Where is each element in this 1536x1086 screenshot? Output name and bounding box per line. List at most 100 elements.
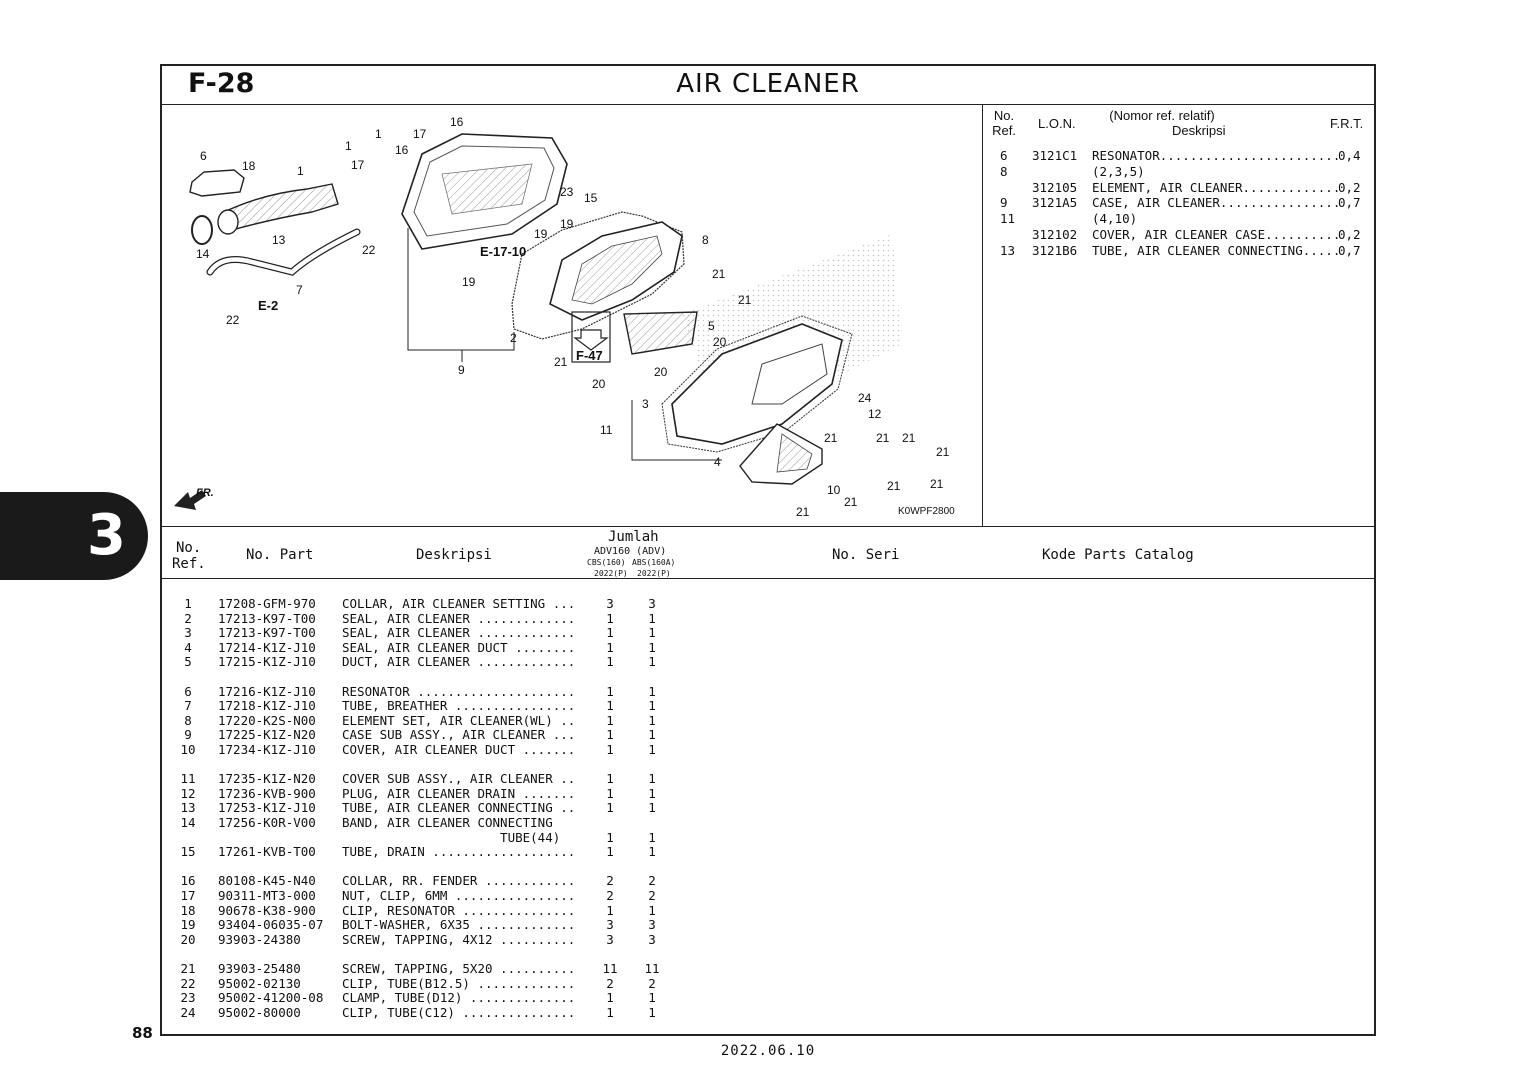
part-q1: 1 xyxy=(606,771,614,787)
parts-page-frame: F-28 AIR CLEANER xyxy=(160,64,1376,1036)
frt-ref: 13 xyxy=(1000,242,1016,258)
part-ref: 1 xyxy=(184,596,192,611)
frt-lon: 312102 xyxy=(1032,227,1078,242)
part-q1: 1 xyxy=(606,712,614,728)
part-q2: 1 xyxy=(648,844,656,860)
svg-text:16: 16 xyxy=(450,115,464,129)
part-ref: 24 xyxy=(180,1004,196,1020)
svg-text:21: 21 xyxy=(876,431,890,445)
part-ref: 23 xyxy=(180,990,196,1006)
part-q2: 1 xyxy=(648,990,656,1006)
svg-text:21: 21 xyxy=(936,445,950,459)
svg-text:8: 8 xyxy=(702,233,709,247)
frt-desc: RESONATOR........................ xyxy=(1092,148,1341,163)
part-q1: 3 xyxy=(606,917,614,933)
part-no: 17208-GFM-970 xyxy=(218,596,316,611)
part-q2: 1 xyxy=(648,639,656,655)
svg-text:21: 21 xyxy=(712,267,726,281)
part-no: 93903-25480 xyxy=(218,961,301,976)
svg-text:12: 12 xyxy=(868,407,882,421)
svg-text:4: 4 xyxy=(714,455,721,469)
diagram-reference-labels: E-17-10 E-2 F-47 FR. xyxy=(196,244,603,499)
part-no: 17225-K1Z-N20 xyxy=(218,727,316,743)
svg-text:2: 2 xyxy=(510,331,517,345)
part-ref: 20 xyxy=(180,931,196,947)
part-no: 17236-KVB-900 xyxy=(218,785,316,801)
part-q2: 1 xyxy=(648,610,656,626)
svg-text:16: 16 xyxy=(395,143,409,157)
svg-text:21: 21 xyxy=(902,431,916,445)
part-desc: SCREW, TAPPING, 5X20 .......... xyxy=(342,961,576,976)
part-q2: 3 xyxy=(648,917,656,933)
part-ref: 3 xyxy=(184,625,192,641)
part-q1: 1 xyxy=(606,610,614,626)
part-q1: 3 xyxy=(606,596,614,611)
part-desc: TUBE, DRAIN ................... xyxy=(342,844,576,860)
connecting-tube-part xyxy=(223,183,339,231)
svg-text:19: 19 xyxy=(534,227,548,241)
ref-e2: E-2 xyxy=(258,298,278,313)
part-q1: 1 xyxy=(606,800,614,816)
part-desc: CASE SUB ASSY., AIR CLEANER ... xyxy=(342,727,576,743)
ref-fr: FR. xyxy=(196,487,214,499)
frt-frt: 0,4 xyxy=(1338,148,1361,163)
part-no: 17215-K1Z-J10 xyxy=(218,654,316,670)
part-no: 17214-K1Z-J10 xyxy=(218,639,316,655)
svg-text:17: 17 xyxy=(351,158,365,172)
frt-desc: ELEMENT, AIR CLEANER............. xyxy=(1092,179,1341,195)
frt-desc: (4,10) xyxy=(1092,211,1138,227)
frt-lon: 3121A5 xyxy=(1032,195,1078,211)
ref-e17: E-17-10 xyxy=(480,244,526,259)
part-q1: 1 xyxy=(606,902,614,918)
part-desc: ELEMENT SET, AIR CLEANER(WL) .. xyxy=(342,712,576,728)
svg-text:19: 19 xyxy=(462,275,476,289)
part-q2: 2 xyxy=(648,873,656,889)
svg-text:24: 24 xyxy=(858,391,872,405)
part-desc: CLAMP, TUBE(D12) .............. xyxy=(342,990,576,1006)
part-no: 17234-K1Z-J10 xyxy=(218,742,316,757)
part-q1: 1 xyxy=(606,785,614,801)
svg-text:17: 17 xyxy=(413,127,427,141)
part-desc: SCREW, TAPPING, 4X12 .......... xyxy=(342,931,576,947)
part-desc: COLLAR, AIR CLEANER SETTING ... xyxy=(342,596,576,611)
part-ref: 15 xyxy=(180,844,196,860)
svg-text:21: 21 xyxy=(844,495,858,509)
part-no: 95002-02130 xyxy=(218,975,301,991)
part-q1: 1 xyxy=(606,742,614,757)
part-q1: 2 xyxy=(606,873,614,889)
part-q2: 1 xyxy=(648,800,656,816)
part-ref: 17 xyxy=(180,888,196,903)
part-desc: CLIP, TUBE(C12) ............... xyxy=(342,1004,576,1020)
svg-text:21: 21 xyxy=(930,477,944,491)
part-q2: 2 xyxy=(648,888,656,903)
part-q1: 3 xyxy=(606,931,614,947)
part-q2: 11 xyxy=(644,961,660,976)
part-q2: 1 xyxy=(648,625,656,641)
front-direction-arrow xyxy=(174,490,206,510)
part-ref: 22 xyxy=(180,975,196,991)
svg-text:10: 10 xyxy=(827,483,841,497)
frt-ref: 8 xyxy=(1000,163,1008,179)
part-no: 17216-K1Z-J10 xyxy=(218,683,316,699)
part-q1: 1 xyxy=(606,639,614,655)
part-q2: 1 xyxy=(648,829,656,845)
part-no: 90678-K38-900 xyxy=(218,902,316,918)
frt-desc: (2,3,5) xyxy=(1092,163,1145,179)
part-desc: TUBE(44) xyxy=(342,829,561,845)
resonator-part xyxy=(189,169,245,197)
svg-text:22: 22 xyxy=(362,243,376,257)
part-q1: 1 xyxy=(606,683,614,699)
part-ref: 12 xyxy=(180,785,196,801)
part-desc: PLUG, AIR CLEANER DRAIN ....... xyxy=(342,785,576,801)
part-no: 17218-K1Z-J10 xyxy=(218,698,316,714)
part-q1: 11 xyxy=(602,961,618,976)
part-no: 17213-K97-T00 xyxy=(218,610,316,626)
part-desc: SEAL, AIR CLEANER ............. xyxy=(342,625,576,641)
svg-text:23: 23 xyxy=(560,185,574,199)
svg-text:19: 19 xyxy=(560,217,574,231)
svg-text:20: 20 xyxy=(713,335,727,349)
part-q2: 3 xyxy=(648,931,656,947)
part-ref: 10 xyxy=(180,742,196,757)
part-q1: 1 xyxy=(606,727,614,743)
part-desc: TUBE, BREATHER ................ xyxy=(342,698,576,714)
